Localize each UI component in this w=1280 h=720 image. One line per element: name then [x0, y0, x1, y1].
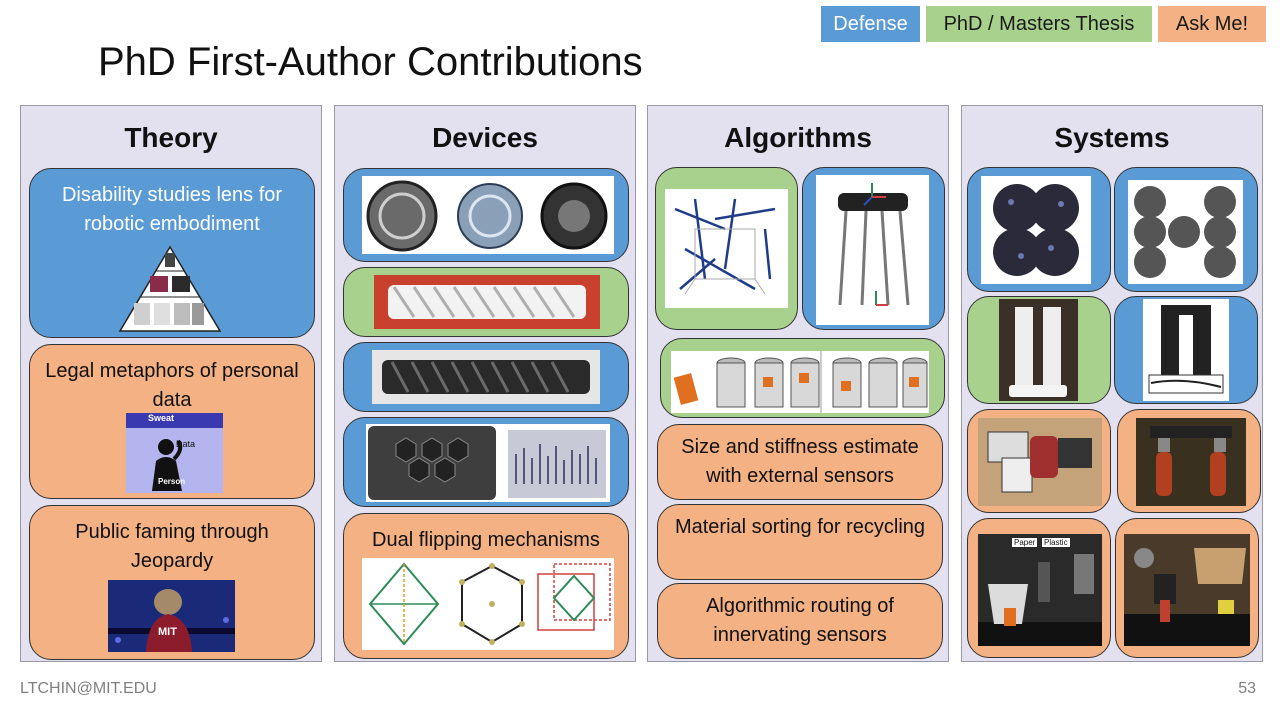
legend-ask-me: Ask Me!: [1158, 6, 1266, 42]
card-text: Algorithmic routing of innervating senso…: [706, 595, 894, 646]
theory-column: Theory Disability studies lens for robot…: [20, 105, 322, 662]
twist-black-image: [372, 350, 600, 404]
devices-heading: Devices: [432, 122, 538, 153]
systems-card-tower-white[interactable]: [967, 296, 1111, 404]
theory-heading: Theory: [124, 122, 218, 153]
systems-card-h-shape[interactable]: [1114, 167, 1258, 292]
page-number: 53: [1238, 680, 1256, 697]
tower-black-image: [1143, 299, 1229, 401]
algorithms-column: Algorithms: [647, 105, 949, 662]
blob-image: [981, 176, 1091, 284]
recycling-right-image: [1124, 534, 1250, 646]
theory-card-legal[interactable]: Legal metaphors of personal data Sweat D…: [29, 344, 315, 499]
jeopardy-image: MIT: [108, 580, 235, 652]
data-label: Data: [176, 439, 196, 449]
legend-defense: Defense: [821, 6, 920, 42]
twist-red-image: [374, 275, 600, 329]
algorithms-card-stool[interactable]: [802, 167, 945, 330]
card-text: Dual flipping mechanisms: [372, 529, 600, 551]
paper-sign: Paper: [1012, 538, 1038, 547]
mit-label: MIT: [158, 626, 177, 638]
systems-card-tower-black[interactable]: [1114, 296, 1258, 404]
footer-email: LTCHIN@MIT.EDU: [20, 680, 157, 697]
page-title: PhD First-Author Contributions: [98, 40, 643, 84]
card-text: Disability studies lens for robotic embo…: [61, 184, 283, 235]
card-text: Legal metaphors of personal data: [45, 360, 299, 411]
systems-card-blob[interactable]: [967, 167, 1111, 292]
systems-column: Systems: [961, 105, 1263, 662]
systems-card-gripper-left[interactable]: [967, 409, 1111, 513]
cylinders-image: [671, 351, 929, 413]
plastic-sign: Plastic: [1042, 538, 1070, 547]
algorithms-card-sticks[interactable]: [655, 167, 798, 330]
algorithms-card-routing[interactable]: Algorithmic routing of innervating senso…: [657, 583, 943, 659]
card-text: Size and stiffness estimate with externa…: [681, 436, 919, 487]
person-label: Person: [158, 477, 186, 486]
algorithms-card-size-stiffness[interactable]: Size and stiffness estimate with externa…: [657, 424, 943, 500]
algorithms-card-cylinders[interactable]: [660, 338, 945, 418]
theory-card-jeopardy[interactable]: Public faming through Jeopardy MIT: [29, 505, 315, 660]
systems-card-recycling-right[interactable]: [1115, 518, 1259, 658]
card-text: Public faming through Jeopardy: [75, 521, 269, 572]
systems-card-gripper-right[interactable]: [1117, 409, 1261, 513]
stool-image: [816, 175, 929, 325]
devices-card-circuits[interactable]: [343, 417, 629, 507]
h-shape-image: [1128, 180, 1243, 284]
flipping-image: [362, 558, 614, 650]
systems-card-recycling-left[interactable]: Paper Plastic: [967, 518, 1111, 658]
spheres-image: [362, 176, 614, 254]
devices-column: Devices: [334, 105, 636, 662]
devices-card-twist-black[interactable]: [343, 342, 629, 412]
theory-card-disability[interactable]: Disability studies lens for robotic embo…: [29, 168, 315, 338]
recycling-left-image: Paper Plastic: [978, 534, 1102, 646]
devices-card-spheres[interactable]: [343, 168, 629, 262]
algorithms-card-material-sorting[interactable]: Material sorting for recycling: [657, 504, 943, 580]
sticks-image: [665, 189, 788, 308]
gripper-right-image: [1136, 418, 1246, 506]
devices-card-twist-red[interactable]: [343, 267, 629, 337]
card-text: Material sorting for recycling: [674, 516, 926, 538]
pyramid-image: [118, 245, 222, 333]
sweat-label: Sweat: [126, 413, 223, 428]
gripper-left-image: [978, 418, 1102, 506]
circuits-image: [366, 424, 610, 502]
sweat-data-image: Sweat Data Person: [126, 413, 223, 493]
tower-white-image: [999, 299, 1078, 401]
algorithms-heading: Algorithms: [724, 122, 872, 153]
legend-thesis: PhD / Masters Thesis: [926, 6, 1152, 42]
devices-card-dual-flipping[interactable]: Dual flipping mechanisms: [343, 513, 629, 659]
systems-heading: Systems: [1054, 122, 1170, 153]
